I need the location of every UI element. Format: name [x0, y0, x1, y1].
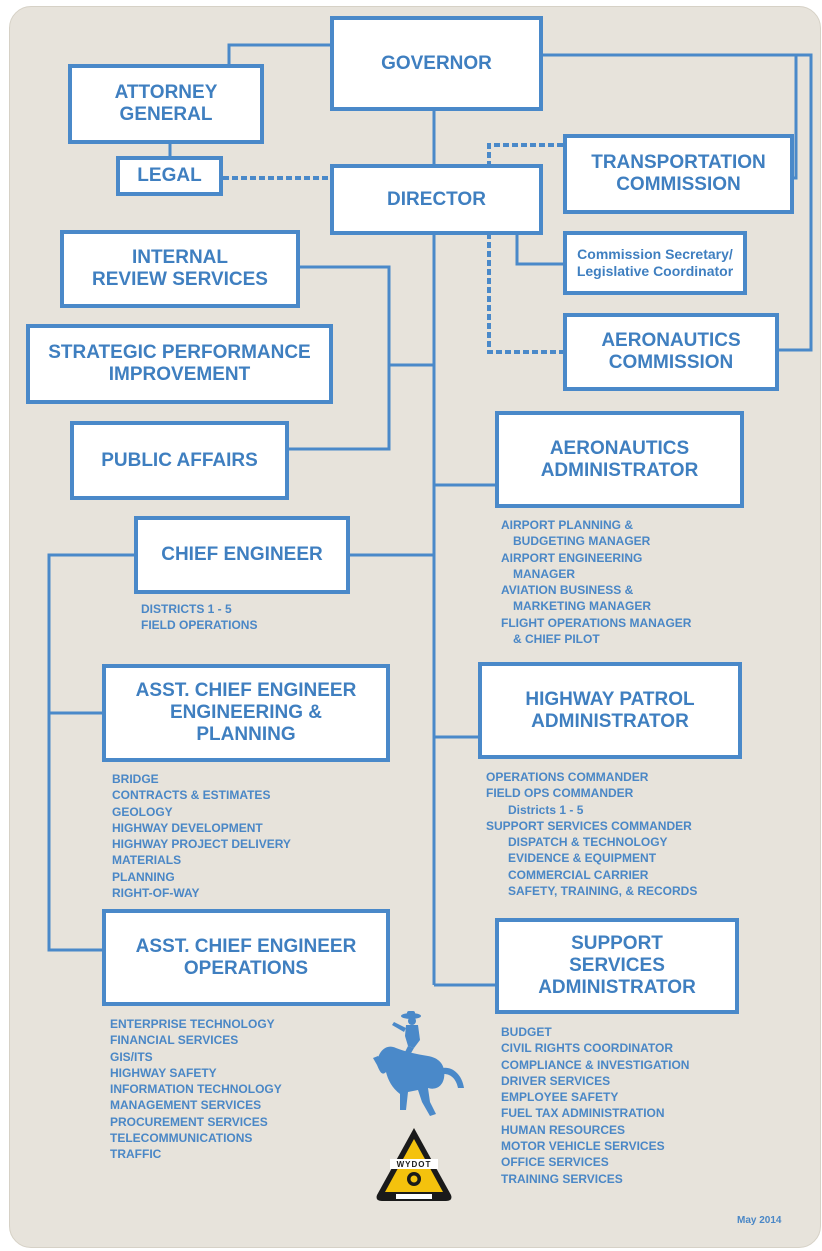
- list-item: FIELD OPERATIONS: [141, 618, 258, 633]
- commission-secretary-box: Commission Secretary/ Legislative Coordi…: [563, 231, 747, 295]
- list-item: DISTRICTS 1 - 5: [141, 602, 232, 616]
- list-item: BUDGET: [501, 1025, 552, 1039]
- engineering-planning-duties: BRIDGE CONTRACTS & ESTIMATES GEOLOGY HIG…: [112, 771, 291, 901]
- list-item: AIRPORT PLANNING &: [501, 518, 633, 532]
- list-item: HIGHWAY DEVELOPMENT: [112, 820, 263, 835]
- list-item: HIGHWAY SAFETY: [110, 1065, 217, 1080]
- line-director-secretary: [515, 235, 563, 266]
- list-item: EVIDENCE & EQUIPMENT: [508, 851, 657, 866]
- list-item: Districts 1 - 5: [508, 802, 584, 817]
- list-item: PROCUREMENT SERVICES: [110, 1114, 268, 1129]
- list-item: OPERATIONS COMMANDER: [486, 770, 649, 784]
- list-item: PLANNING: [112, 869, 175, 884]
- list-item: TRAINING SERVICES: [501, 1171, 623, 1186]
- list-item: DISPATCH & TECHNOLOGY: [508, 835, 668, 850]
- list-item: FINANCIAL SERVICES: [110, 1033, 239, 1048]
- aeronautics-commission-box: AERONAUTICS COMMISSION: [563, 313, 779, 391]
- list-item: BUDGETING MANAGER: [513, 534, 651, 549]
- aeronautics-duties: AIRPORT PLANNING & BUDGETING MANAGER AIR…: [501, 517, 691, 647]
- line-governor-commissions: [543, 53, 813, 352]
- list-item: CONTRACTS & ESTIMATES: [112, 788, 271, 803]
- operations-duties: ENTERPRISE TECHNOLOGY FINANCIAL SERVICES…: [110, 1016, 282, 1163]
- support-services-duties: BUDGET CIVIL RIGHTS COORDINATOR COMPLIAN…: [501, 1024, 689, 1187]
- list-item: OFFICE SERVICES: [501, 1155, 609, 1170]
- line-internal-review: [288, 265, 391, 451]
- list-item: DRIVER SERVICES: [501, 1073, 611, 1088]
- governor-box: GOVERNOR: [330, 16, 543, 111]
- highway-patrol-duties: OPERATIONS COMMANDER FIELD OPS COMMANDER…: [486, 769, 697, 899]
- asst-chief-operations-box: ASST. CHIEF ENGINEER OPERATIONS: [102, 909, 390, 1006]
- logo-text: WYDOT: [397, 1160, 432, 1169]
- asst-chief-planning-box: ASST. CHIEF ENGINEER ENGINEERING & PLANN…: [102, 664, 390, 762]
- line-governor-attorney: [227, 43, 330, 67]
- line-chief-assistants: [47, 553, 135, 952]
- list-item: INFORMATION TECHNOLOGY: [110, 1082, 282, 1097]
- wydot-logo: WYDOT: [376, 1128, 452, 1201]
- list-item: BRIDGE: [112, 772, 159, 786]
- chief-engineer-duties: DISTRICTS 1 - 5 FIELD OPERATIONS: [141, 601, 257, 634]
- list-item: EMPLOYEE SAFETY: [501, 1090, 619, 1105]
- transportation-commission-box: TRANSPORTATION COMMISSION: [563, 134, 794, 214]
- list-item: COMMERCIAL CARRIER: [508, 867, 649, 882]
- list-item: TRAFFIC: [110, 1147, 162, 1162]
- internal-review-box: INTERNAL REVIEW SERVICES: [60, 230, 300, 308]
- list-item: CIVIL RIGHTS COORDINATOR: [501, 1041, 674, 1056]
- list-item: FIELD OPS COMMANDER: [486, 786, 634, 801]
- support-services-box: SUPPORT SERVICES ADMINISTRATOR: [495, 918, 739, 1014]
- list-item: & CHIEF PILOT: [513, 632, 600, 647]
- list-item: HUMAN RESOURCES: [501, 1122, 626, 1137]
- list-item: AIRPORT ENGINEERING: [501, 550, 643, 565]
- strategic-performance-box: STRATEGIC PERFORMANCE IMPROVEMENT: [26, 324, 333, 404]
- legal-box: LEGAL: [116, 156, 223, 196]
- list-item: ENTERPRISE TECHNOLOGY: [110, 1017, 275, 1031]
- list-item: MARKETING MANAGER: [513, 599, 651, 614]
- aeronautics-administrator-box: AERONAUTICS ADMINISTRATOR: [495, 411, 744, 508]
- list-item: AVIATION BUSINESS &: [501, 583, 634, 598]
- list-item: GEOLOGY: [112, 804, 173, 819]
- list-item: MANAGEMENT SERVICES: [110, 1098, 262, 1113]
- list-item: HIGHWAY PROJECT DELIVERY: [112, 837, 291, 852]
- dashed-director-commissions: [487, 143, 563, 354]
- attorney-general-box: ATTORNEY GENERAL: [68, 64, 264, 144]
- list-item: FUEL TAX ADMINISTRATION: [501, 1106, 665, 1121]
- public-affairs-box: PUBLIC AFFAIRS: [70, 421, 289, 500]
- list-item: GIS/ITS: [110, 1049, 153, 1064]
- list-item: SAFETY, TRAINING, & RECORDS: [508, 884, 698, 899]
- list-item: TELECOMMUNICATIONS: [110, 1131, 253, 1146]
- list-item: COMPLIANCE & INVESTIGATION: [501, 1057, 690, 1072]
- highway-patrol-box: HIGHWAY PATROL ADMINISTRATOR: [478, 662, 742, 759]
- date-label: May 2014: [737, 1215, 782, 1226]
- list-item: SUPPORT SERVICES COMMANDER: [486, 818, 692, 833]
- list-item: MANAGER: [513, 566, 575, 581]
- bucking-horse-icon: [373, 1011, 464, 1116]
- list-item: RIGHT-OF-WAY: [112, 886, 200, 901]
- list-item: MOTOR VEHICLE SERVICES: [501, 1139, 665, 1154]
- list-item: MATERIALS: [112, 853, 182, 868]
- list-item: FLIGHT OPERATIONS MANAGER: [501, 615, 692, 630]
- director-box: DIRECTOR: [330, 164, 543, 235]
- chief-engineer-box: CHIEF ENGINEER: [134, 516, 350, 594]
